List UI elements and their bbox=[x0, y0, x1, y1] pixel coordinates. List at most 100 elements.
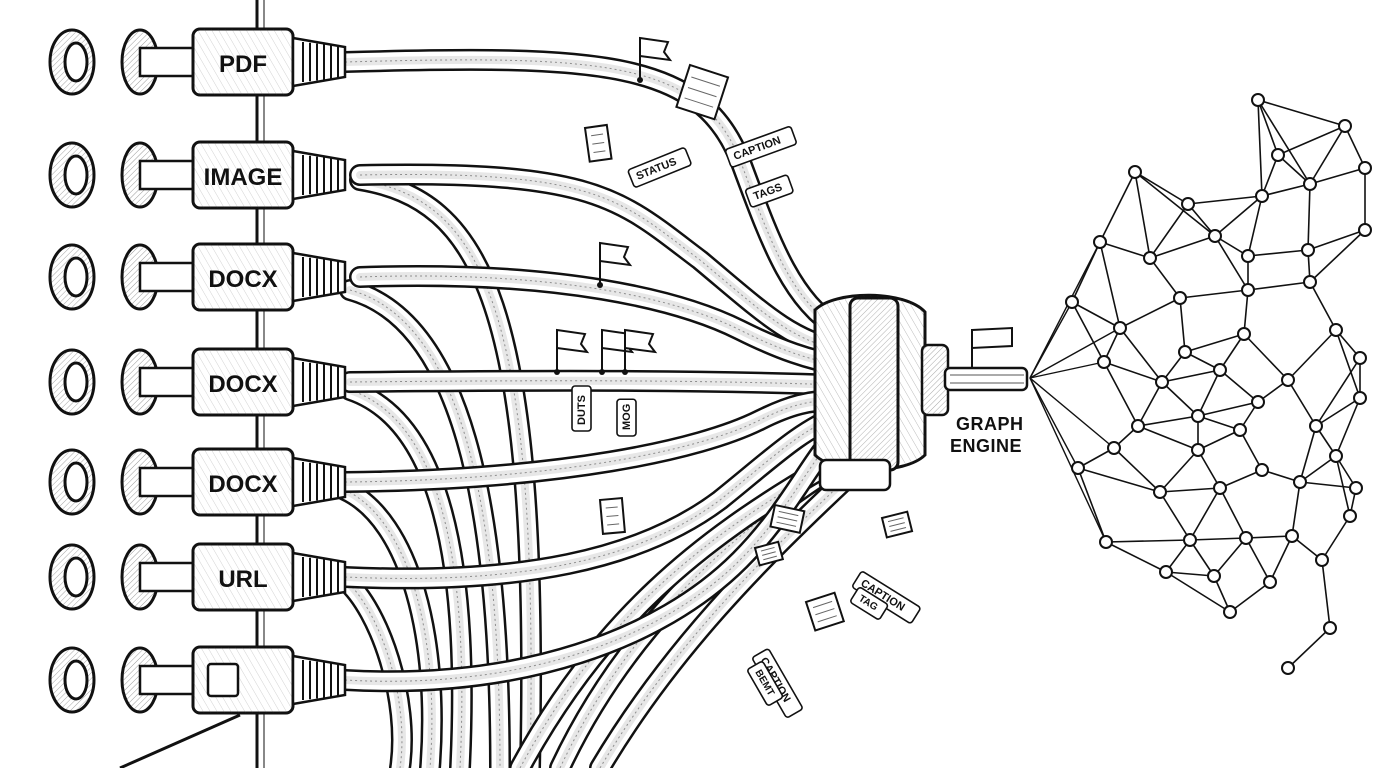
graph-node bbox=[1315, 553, 1329, 567]
graph-node bbox=[1358, 223, 1372, 237]
graph-node bbox=[1181, 197, 1195, 211]
graph-node bbox=[1303, 275, 1317, 289]
graph-node bbox=[1159, 565, 1173, 579]
graph-edge bbox=[1309, 281, 1337, 331]
graph-edge bbox=[1335, 329, 1361, 399]
graph-edge bbox=[1257, 99, 1346, 127]
plug-label-5: URL bbox=[218, 566, 267, 593]
graph-edge bbox=[1309, 167, 1366, 185]
graph-node bbox=[1323, 621, 1337, 635]
graph-node bbox=[1281, 373, 1295, 387]
cable-tag-text: MOG bbox=[621, 404, 633, 430]
graph-edge bbox=[1197, 401, 1259, 417]
graph-node bbox=[1107, 441, 1121, 455]
graph-edge bbox=[1213, 537, 1247, 577]
graph-node bbox=[1349, 481, 1363, 495]
graph-edge bbox=[1149, 235, 1216, 259]
input-port-1: IMAGE bbox=[48, 140, 347, 210]
output-trunk bbox=[943, 326, 1029, 392]
graph-edge bbox=[1119, 327, 1163, 383]
flag-marker bbox=[597, 241, 633, 288]
cable-tag-1: TAGS bbox=[744, 174, 794, 208]
graph-edge bbox=[1103, 361, 1139, 427]
graph-node bbox=[1353, 351, 1367, 365]
engine-label-line1: GRAPH bbox=[956, 414, 1024, 434]
fan-in-edge bbox=[1029, 241, 1101, 379]
graph-edge bbox=[1245, 537, 1271, 583]
graph-node bbox=[1255, 189, 1269, 203]
note-card bbox=[675, 63, 730, 121]
graph-edge bbox=[1309, 125, 1346, 185]
graph-edge bbox=[1309, 229, 1366, 283]
graph-edge bbox=[1179, 297, 1186, 353]
graph-node bbox=[1191, 443, 1205, 457]
graph-edge bbox=[1247, 195, 1263, 257]
graph-node bbox=[1178, 345, 1192, 359]
graph-edge bbox=[1269, 535, 1293, 583]
graph-edge bbox=[1239, 429, 1263, 471]
graph-edge bbox=[1229, 581, 1271, 613]
graph-edge bbox=[1137, 415, 1199, 427]
graph-node bbox=[1329, 449, 1343, 463]
graph-edge bbox=[1219, 333, 1245, 371]
engine-label-line2: ENGINE bbox=[950, 436, 1022, 456]
graph-edge bbox=[1165, 571, 1231, 613]
graph-edge bbox=[1299, 455, 1337, 483]
graph-edge bbox=[1197, 369, 1221, 417]
graph-edge bbox=[1137, 425, 1199, 451]
graph-node bbox=[1097, 355, 1111, 369]
plug-icon-blank bbox=[206, 662, 240, 698]
graph-node bbox=[1173, 291, 1187, 305]
graph-node bbox=[1071, 461, 1085, 475]
graph-node bbox=[1207, 569, 1221, 583]
graph-node bbox=[1223, 605, 1237, 619]
cable-tag-8: BEMT bbox=[747, 661, 784, 706]
graph-edge bbox=[1219, 487, 1247, 539]
graph-edge bbox=[1287, 627, 1331, 669]
fan-in-edge bbox=[1029, 361, 1105, 379]
graph-edge bbox=[1137, 381, 1163, 427]
graph-node bbox=[1143, 251, 1157, 265]
fan-in-edge bbox=[1029, 377, 1079, 469]
graph-edge bbox=[1161, 369, 1221, 383]
graph-edge bbox=[1287, 329, 1337, 381]
graph-edge bbox=[1134, 171, 1189, 205]
graph-edge bbox=[1321, 515, 1351, 561]
graph-edge bbox=[1243, 333, 1289, 381]
graph-node bbox=[1183, 533, 1197, 547]
graph-node bbox=[1263, 575, 1277, 589]
plug-label-4: DOCX bbox=[208, 471, 277, 498]
plug-label-0: PDF bbox=[219, 51, 267, 78]
graph-edge bbox=[1077, 467, 1161, 493]
graph-edge bbox=[1071, 301, 1105, 363]
plug-label-3: DOCX bbox=[208, 371, 277, 398]
graph-node bbox=[1281, 661, 1295, 675]
cable-tag-4: MOG bbox=[616, 398, 637, 437]
graph-edge bbox=[1159, 487, 1221, 493]
graph-edge bbox=[1287, 379, 1317, 427]
graph-edge bbox=[1099, 171, 1136, 243]
graph-edge bbox=[1179, 289, 1249, 299]
graph-node bbox=[1237, 327, 1251, 341]
graph-edge bbox=[1197, 449, 1221, 489]
input-port-6 bbox=[48, 645, 347, 715]
graph-node bbox=[1155, 375, 1169, 389]
graph-edge bbox=[1321, 559, 1331, 629]
cable-tag-6: TAG bbox=[850, 586, 889, 620]
flag-marker bbox=[554, 328, 590, 375]
plug-label-2: DOCX bbox=[208, 266, 277, 293]
input-port-4: DOCX bbox=[48, 447, 347, 517]
graph-node bbox=[1329, 323, 1343, 337]
note-card bbox=[583, 123, 613, 163]
graph-edge bbox=[1099, 241, 1121, 329]
graph-node bbox=[1309, 419, 1323, 433]
graph-edge bbox=[1257, 99, 1279, 156]
graph-edge bbox=[1261, 183, 1311, 197]
plug-label-1: IMAGE bbox=[204, 164, 283, 191]
graph-edge bbox=[1257, 99, 1311, 185]
graph-edge bbox=[1219, 369, 1259, 403]
graph-node bbox=[1358, 161, 1372, 175]
graph-edge bbox=[1307, 229, 1366, 251]
input-port-3: DOCX bbox=[48, 347, 347, 417]
